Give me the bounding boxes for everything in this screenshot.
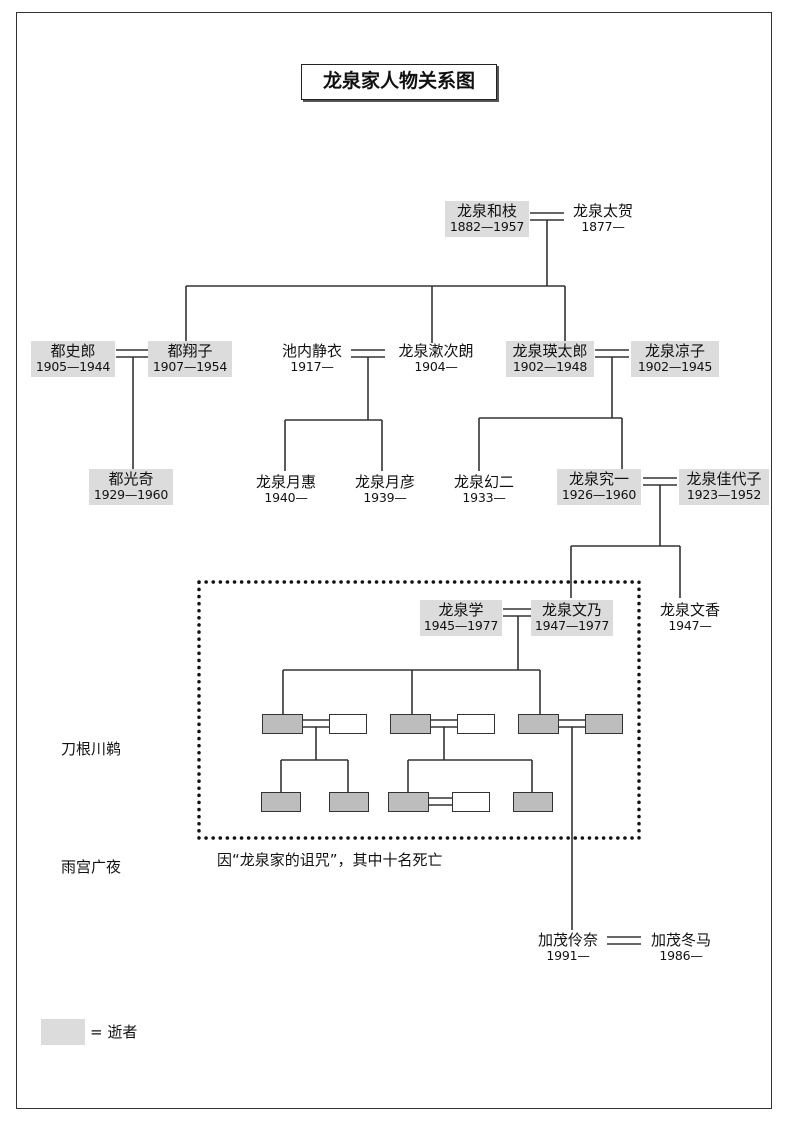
anonymous-deceased-box <box>329 792 369 812</box>
person-years: 1940— <box>264 490 308 506</box>
page-frame <box>16 12 772 1109</box>
person-wazue: 龙泉和枝 1882—1957 <box>445 201 529 237</box>
curse-boundary <box>197 580 641 840</box>
person-years: 1923—1952 <box>686 487 762 503</box>
person-seii: 池内静衣 1917— <box>272 341 352 377</box>
anonymous-living-box <box>329 714 367 734</box>
person-years: 1947— <box>668 618 712 634</box>
person-fumika: 龙泉文香 1947— <box>648 600 732 636</box>
person-tsukihiko: 龙泉月彦 1939— <box>343 472 427 508</box>
person-kayoko: 龙泉佳代子 1923—1952 <box>679 469 769 505</box>
person-years: 1929—1960 <box>93 487 169 503</box>
person-fumino: 龙泉文乃 1947—1977 <box>531 600 613 636</box>
anonymous-deceased-box <box>518 714 559 734</box>
person-shiro: 都史郎 1905—1944 <box>31 341 115 377</box>
person-years: 1917— <box>290 359 334 375</box>
person-years: 1905—1944 <box>35 359 111 375</box>
person-tsukie: 龙泉月惠 1940— <box>244 472 328 508</box>
side-label-amamiya: 雨宫广夜 <box>61 858 122 876</box>
person-name: 龙泉和枝 <box>456 202 517 220</box>
person-name: 加茂冬马 <box>650 931 711 949</box>
person-name: 龙泉太贺 <box>572 202 633 220</box>
person-name: 龙泉文乃 <box>541 601 602 619</box>
person-name: 加茂伶奈 <box>537 931 598 949</box>
person-name: 龙泉瑛太郎 <box>512 342 588 360</box>
person-name: 龙泉幻二 <box>453 473 514 491</box>
anonymous-deceased-box <box>262 714 303 734</box>
person-name: 龙泉月惠 <box>255 473 316 491</box>
person-name: 龙泉凉子 <box>644 342 705 360</box>
person-years: 1902—1945 <box>637 359 713 375</box>
person-name: 池内静衣 <box>281 342 342 360</box>
person-years: 1933— <box>462 490 506 506</box>
person-name: 龙泉月彦 <box>354 473 415 491</box>
person-years: 1947—1977 <box>534 618 610 634</box>
person-eitaro: 龙泉瑛太郎 1902—1948 <box>506 341 594 377</box>
person-name: 都翔子 <box>167 342 213 360</box>
person-name: 龙泉学 <box>438 601 484 619</box>
person-name: 都史郎 <box>50 342 96 360</box>
person-sojiro: 龙泉漱次朗 1904— <box>385 341 487 377</box>
diagram-title: 龙泉家人物关系图 <box>301 64 497 100</box>
person-shoko: 都翔子 1907—1954 <box>148 341 232 377</box>
person-name: 龙泉佳代子 <box>686 470 762 488</box>
person-manabu: 龙泉学 1945—1977 <box>420 600 502 636</box>
person-years: 1902—1948 <box>512 359 588 375</box>
person-years: 1907—1954 <box>152 359 228 375</box>
person-toma: 加茂冬马 1986— <box>640 930 722 966</box>
anonymous-deceased-box <box>585 714 623 734</box>
person-name: 龙泉漱次朗 <box>398 342 474 360</box>
person-years: 1986— <box>659 948 703 964</box>
person-name: 龙泉文香 <box>659 601 720 619</box>
person-years: 1945—1977 <box>423 618 499 634</box>
anonymous-living-box <box>452 792 490 812</box>
person-ryoko: 龙泉凉子 1902—1945 <box>631 341 719 377</box>
person-kyuichi: 龙泉究一 1926—1960 <box>557 469 641 505</box>
anonymous-deceased-box <box>261 792 301 812</box>
anonymous-deceased-box <box>390 714 431 734</box>
person-years: 1904— <box>414 359 458 375</box>
person-genji: 龙泉幻二 1933— <box>442 472 526 508</box>
side-label-tone: 刀根川鹈 <box>61 740 122 758</box>
anonymous-deceased-box <box>388 792 429 812</box>
anonymous-deceased-box <box>513 792 553 812</box>
person-name: 龙泉究一 <box>568 470 629 488</box>
legend-label: = 逝者 <box>90 1023 138 1041</box>
person-reina: 加茂伶奈 1991— <box>528 930 608 966</box>
curse-note: 因“龙泉家的诅咒”，其中十名死亡 <box>217 851 443 869</box>
person-taiga: 龙泉太贺 1877— <box>563 201 643 237</box>
person-years: 1877— <box>581 219 625 235</box>
legend-deceased-swatch <box>41 1019 85 1045</box>
person-years: 1991— <box>546 948 590 964</box>
person-years: 1926—1960 <box>561 487 637 503</box>
anonymous-living-box <box>457 714 495 734</box>
person-kouki: 都光奇 1929—1960 <box>89 469 173 505</box>
person-years: 1939— <box>363 490 407 506</box>
person-years: 1882—1957 <box>449 219 525 235</box>
person-name: 都光奇 <box>108 470 154 488</box>
